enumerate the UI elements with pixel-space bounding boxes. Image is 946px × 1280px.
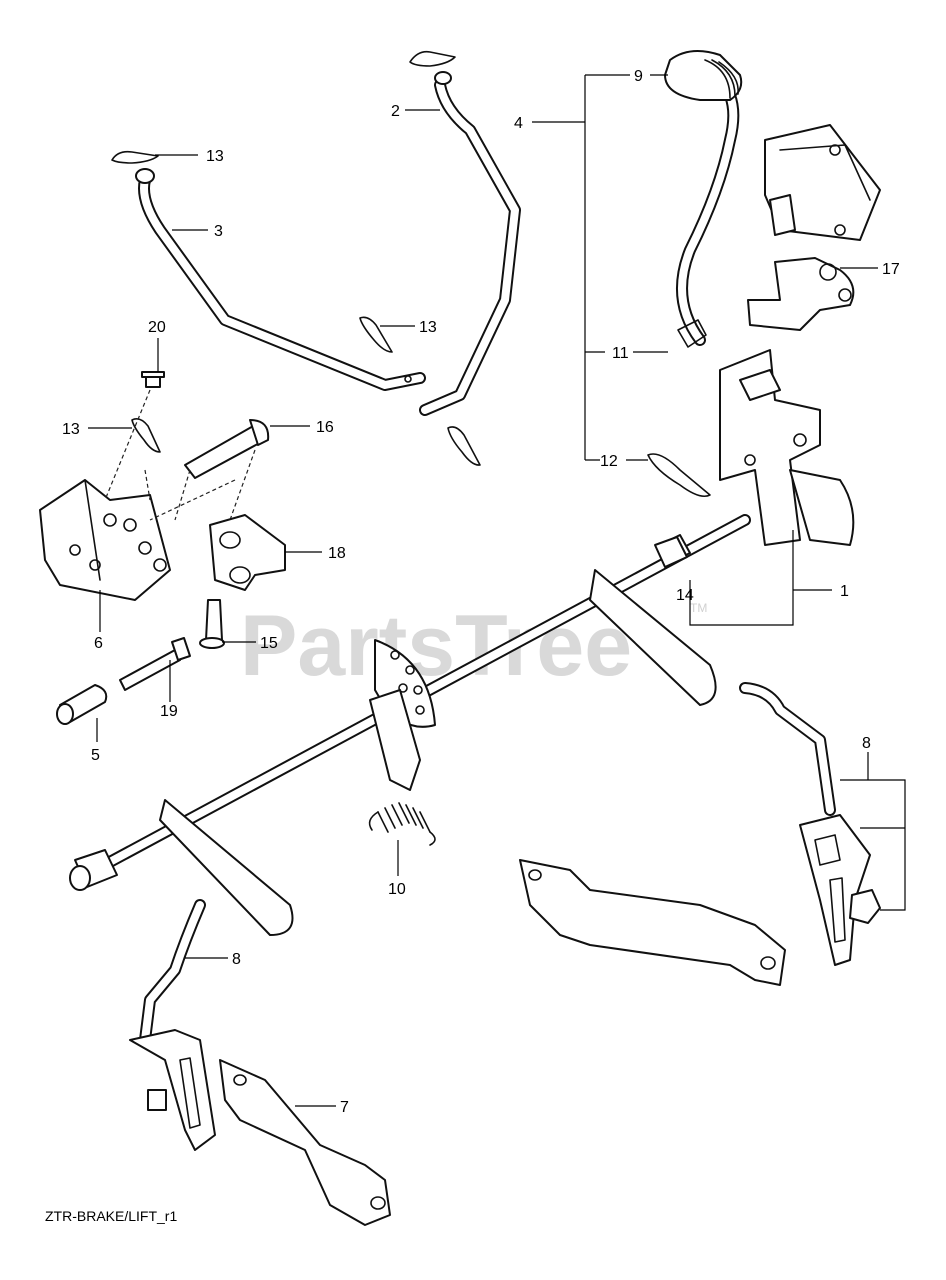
callout-10: 10 (388, 881, 406, 898)
link-7-left (219, 1059, 391, 1226)
lift-shaft (69, 514, 751, 936)
bolt-15 (199, 599, 225, 649)
callout-13: 13 (419, 319, 437, 336)
callout-1: 1 (840, 583, 849, 600)
link-7-right (519, 859, 786, 986)
link-8-right (739, 682, 881, 966)
dashed-guide (229, 449, 256, 521)
spacer-5 (56, 684, 108, 725)
pin-20 (141, 371, 165, 388)
callout-16: 16 (316, 419, 334, 436)
callout-13: 13 (62, 421, 80, 438)
callout-20: 20 (148, 319, 166, 336)
pin-16 (184, 419, 270, 479)
dashed-guide (174, 469, 191, 521)
callout-15: 15 (260, 635, 278, 652)
callout-14: 14 (676, 587, 694, 604)
dashed-guide (104, 389, 151, 501)
callout-11: 11 (612, 345, 629, 362)
dashed-guide (144, 469, 151, 501)
dashed-guide (149, 479, 236, 521)
callout-9: 9 (634, 68, 643, 85)
leader-lines (88, 74, 906, 1107)
handle-latch (764, 124, 881, 241)
callout-6: 6 (94, 635, 103, 652)
watermark-tm: TM (690, 601, 707, 615)
callout-8: 8 (862, 735, 871, 752)
callout-5: 5 (91, 747, 100, 764)
callout-8: 8 (232, 951, 241, 968)
callout-7: 7 (340, 1099, 349, 1116)
latch-plate (747, 257, 855, 331)
lift-rod-3 (135, 168, 426, 391)
callouts: 9 4 11 12 2 13 3 13 20 13 16 17 18 14 1 … (62, 68, 900, 1116)
diagram-id: ZTR-BRAKE/LIFT_r1 (45, 1208, 178, 1224)
callout-12: 12 (600, 453, 618, 470)
callout-2: 2 (391, 103, 400, 120)
mount-bracket-6 (39, 479, 171, 601)
callout-17: 17 (882, 261, 900, 278)
callout-13: 13 (206, 148, 224, 165)
callout-3: 3 (214, 223, 223, 240)
nut-14 (654, 536, 688, 568)
bracket-18 (209, 514, 286, 591)
link-8-left (129, 899, 216, 1151)
callout-18: 18 (328, 545, 346, 562)
hairpin-clip (111, 50, 711, 498)
spring-10 (368, 802, 436, 846)
callout-19: 19 (160, 703, 178, 720)
callout-4: 4 (514, 115, 523, 132)
bolt-19 (119, 637, 191, 691)
lift-handle (664, 50, 855, 546)
lift-rod-2 (419, 71, 521, 416)
